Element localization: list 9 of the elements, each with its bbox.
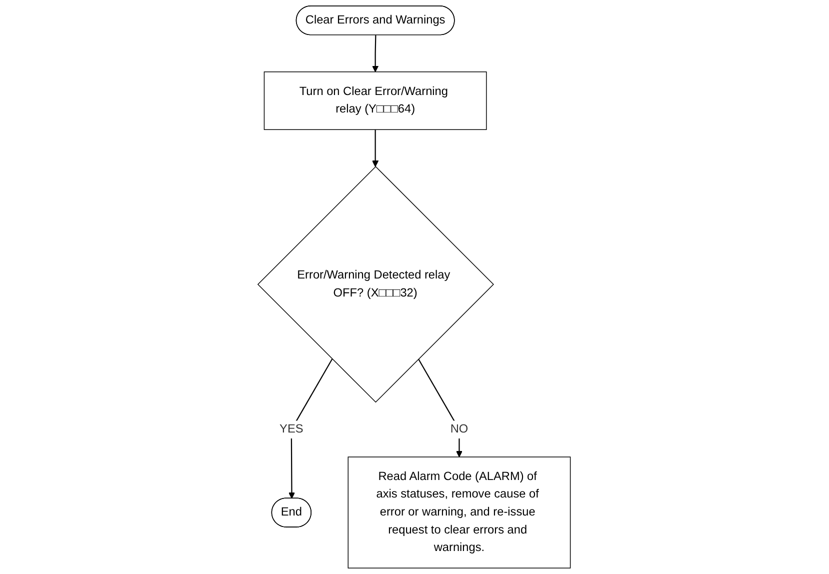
node-box: Read Alarm Code (ALARM) of axis statuses, remove cause of error or warning, and re-issue request to clear errors and warnings. <box>348 456 572 568</box>
node-box: Turn on Clear Error/Warning relay (Y□□□64) <box>264 71 488 130</box>
arrow <box>288 358 334 499</box>
arrow <box>372 130 379 167</box>
edge-label: NO <box>450 422 468 436</box>
arrow <box>418 358 463 458</box>
arrow <box>372 35 379 72</box>
node-diamond: Error/Warning Detected relay OFF? (X□□□32) <box>258 166 494 403</box>
edge-label: YES <box>280 422 304 436</box>
